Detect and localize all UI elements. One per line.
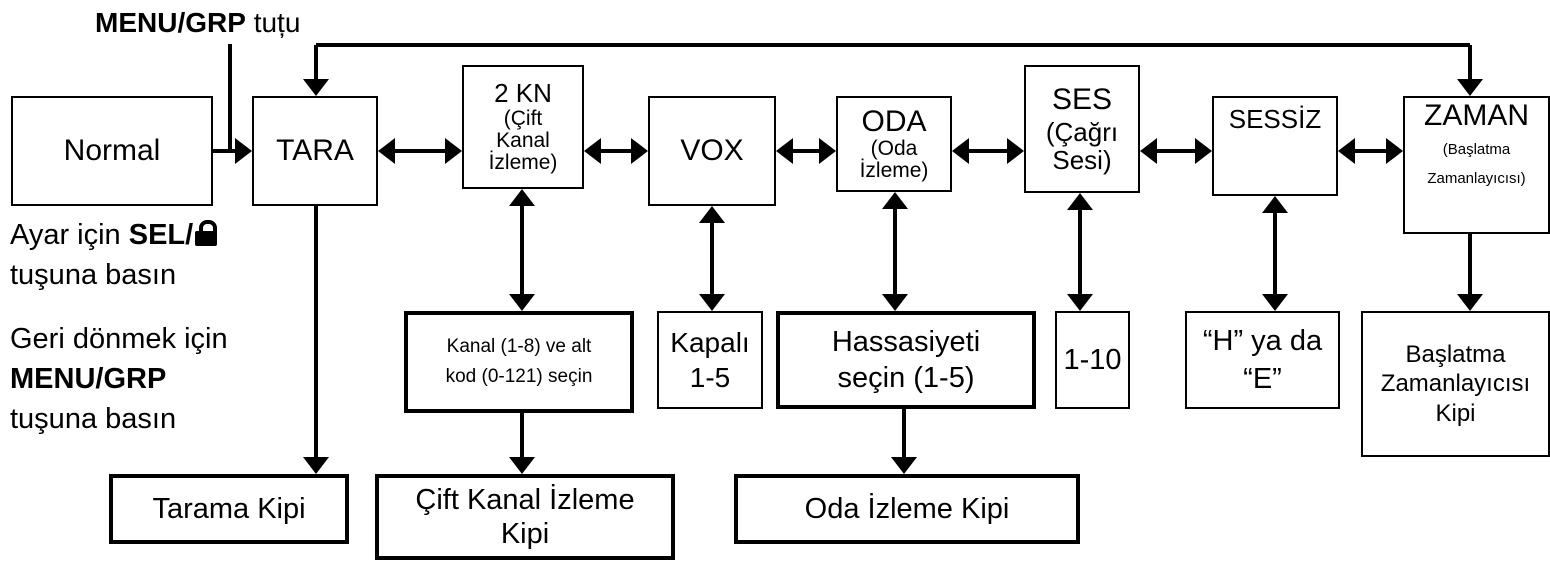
sessiz-box: SESSİZ	[1212, 96, 1338, 196]
ses-setting-box: 1-10	[1055, 311, 1130, 409]
oda-mode-head	[891, 457, 917, 474]
kn-setting-arrow-head-down	[509, 294, 535, 311]
kanal-line-1: Kanal (1-8) ve alt	[446, 336, 592, 358]
oda-setting-line-1: Hassasiyeti	[831, 325, 981, 358]
kn-box: 2 KN (Çift Kanal İzleme)	[462, 65, 584, 189]
back-suffix: tuşuna basın	[10, 403, 177, 435]
lock-icon	[195, 220, 218, 246]
vox-setting-arrow-head-down	[699, 294, 725, 311]
tara-label: TARA	[276, 134, 354, 168]
adjust-key: SEL/	[128, 219, 194, 251]
top-key-label: MENU/GRP tuțu	[95, 6, 300, 40]
sessiz-setting-arrow-head-up	[1262, 196, 1288, 213]
zaman-line-1: ZAMAN	[1424, 99, 1529, 132]
kanal-setting-box: Kanal (1-8) ve alt kod (0-121) seçin	[404, 311, 634, 413]
vox-oda-arrow-head-left	[776, 138, 793, 164]
tarama-mode-box: Tarama Kipi	[109, 474, 349, 544]
top-loop-left-head	[303, 79, 329, 96]
kn-line-3: Kanal	[496, 128, 550, 152]
zaman-box: ZAMAN (Başlatma Zamanlayıcısı)	[1403, 96, 1550, 234]
cift-mode-head	[509, 457, 535, 474]
top-loop-right-head	[1457, 79, 1483, 96]
kn-line-1: 2 KN	[494, 78, 552, 109]
oda-setting-arrow-head-down	[882, 294, 908, 311]
tara-kn-arrow-head-left	[378, 138, 395, 164]
cift-mode-line-1: Çift Kanal İzleme	[415, 483, 635, 516]
adjust-instruction: Ayar için SEL/	[10, 218, 218, 253]
zaman-setting-box: Başlatma Zamanlayıcısı Kipi	[1361, 311, 1550, 457]
zaman-setting-head	[1457, 294, 1483, 311]
vox-setting-line-2: 1-5	[689, 362, 731, 393]
back-prefix: Geri dönmek için	[10, 323, 228, 355]
oda-mode-box: Oda İzleme Kipi	[734, 474, 1080, 544]
sessiz-setting-arrow-head-down	[1262, 294, 1288, 311]
sessiz-setting-line-2: “E”	[1243, 363, 1282, 395]
oda-line-2: (Oda	[870, 136, 918, 160]
ses-line-2: (Çağrı	[1045, 117, 1119, 148]
oda-line-1: ODA	[861, 105, 927, 139]
sessiz-setting-line-1: “H” ya da	[1202, 324, 1323, 357]
sessiz-zaman-arrow-head-right	[1386, 138, 1403, 164]
sessiz-label: SESSİZ	[1228, 104, 1322, 134]
tara-kn-arrow-head-right	[445, 138, 462, 164]
normal-box: Normal	[11, 96, 213, 206]
ses-setting-label: 1-10	[1063, 343, 1122, 376]
zaman-line-3: Zamanlayıcısı)	[1427, 170, 1526, 188]
oda-setting-line-2: seçin (1-5)	[837, 362, 975, 394]
zaman-setting-line-2: Zamanlayıcısı	[1380, 370, 1531, 398]
ses-setting-arrow-head-down	[1067, 294, 1093, 311]
normal-to-tara-head	[235, 138, 252, 164]
kn-setting-arrow-head-up	[509, 189, 535, 206]
zaman-setting-line-1: Başlatma	[1405, 341, 1506, 369]
ses-line-1: SES	[1051, 82, 1113, 116]
oda-setting-box: Hassasiyeti seçin (1-5)	[776, 311, 1036, 409]
zaman-setting-line-3: Kipi	[1435, 399, 1476, 427]
vox-label: VOX	[680, 134, 744, 168]
oda-line-3: İzleme)	[859, 158, 929, 182]
sessiz-setting-box: “H” ya da “E”	[1185, 311, 1340, 409]
tara-box: TARA	[252, 96, 378, 206]
top-key-name: MENU/GRP	[95, 7, 246, 38]
vox-oda-arrow-head-right	[819, 138, 836, 164]
kn-line-4: İzleme)	[488, 150, 558, 174]
normal-label: Normal	[63, 134, 161, 168]
cift-mode-box: Çift Kanal İzleme Kipi	[375, 474, 675, 560]
ses-setting-arrow-head-up	[1067, 193, 1093, 210]
zaman-line-2: (Başlatma	[1442, 140, 1511, 158]
tara-mode-head	[303, 457, 329, 474]
oda-ses-arrow-head-right	[1007, 138, 1024, 164]
vox-setting-box: Kapalı 1-5	[657, 311, 763, 409]
oda-setting-arrow-head-up	[882, 192, 908, 209]
kn-vox-arrow-head-left	[584, 138, 601, 164]
adjust-suffix: tuşuna basın	[10, 259, 177, 291]
top-key-suffix: tuțu	[253, 7, 301, 38]
ses-box: SES (Çağrı Sesi)	[1024, 65, 1140, 193]
vox-setting-arrow-head-up	[699, 206, 725, 223]
cift-mode-line-2: Kipi	[500, 518, 550, 550]
back-key: MENU/GRP	[10, 363, 167, 395]
ses-line-3: Sesi)	[1052, 144, 1112, 175]
ses-sessiz-arrow-head-right	[1195, 138, 1212, 164]
oda-ses-arrow-head-left	[952, 138, 969, 164]
vox-setting-line-1: Kapalı	[670, 326, 750, 358]
adjust-prefix: Ayar için	[10, 219, 121, 251]
kn-line-2: (Çift	[503, 106, 543, 130]
ses-sessiz-arrow-head-left	[1140, 138, 1157, 164]
vox-box: VOX	[648, 96, 776, 206]
kanal-line-2: kod (0-121) seçin	[445, 366, 593, 387]
sessiz-zaman-arrow-head-left	[1338, 138, 1355, 164]
oda-box: ODA (Oda İzleme)	[836, 96, 952, 192]
tarama-mode-label: Tarama Kipi	[152, 492, 306, 525]
kn-vox-arrow-head-right	[631, 138, 648, 164]
oda-mode-label: Oda İzleme Kipi	[804, 492, 1010, 525]
